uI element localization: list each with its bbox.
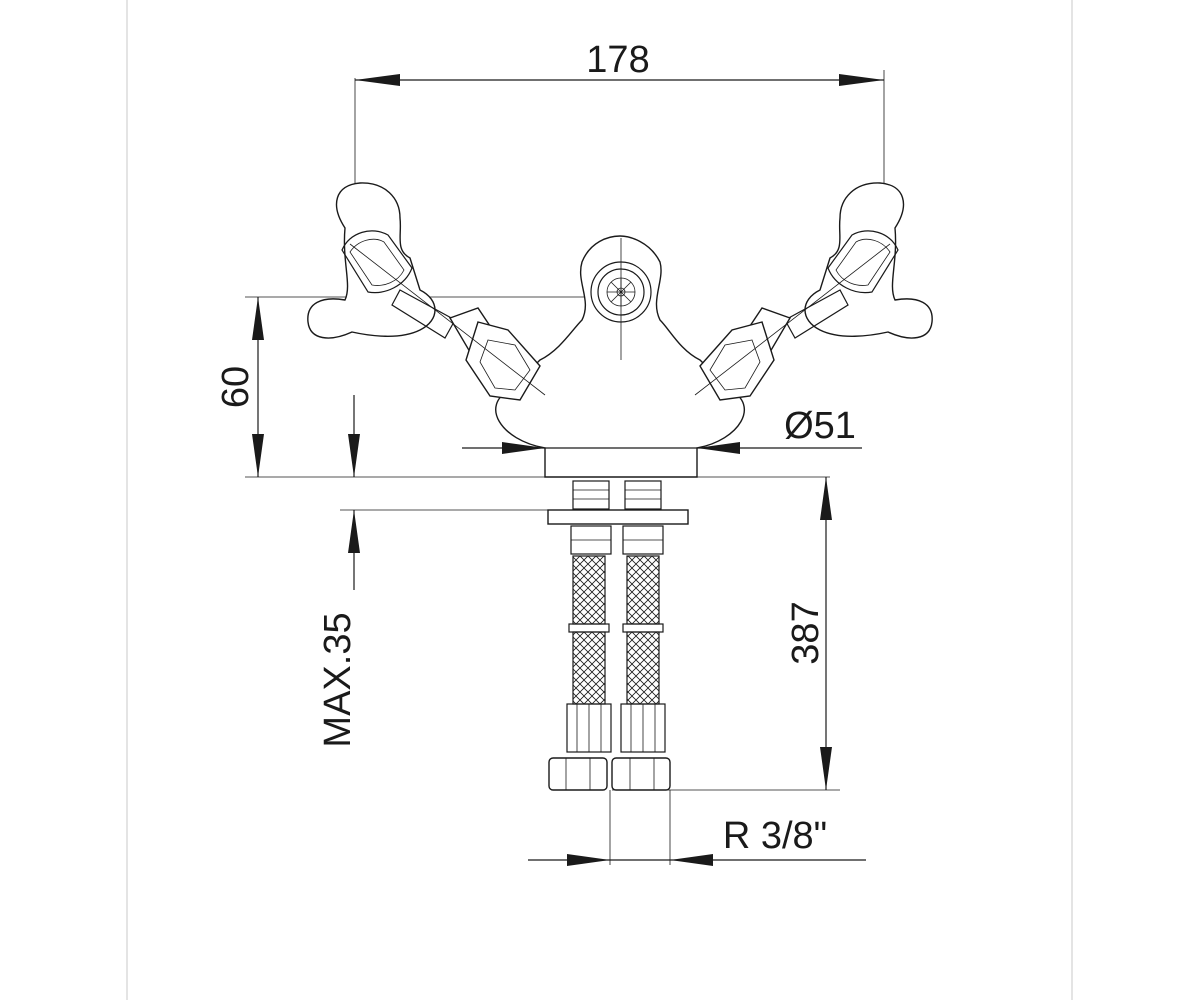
- dimension-label-178: 178: [586, 39, 649, 81]
- right-hose: [611, 555, 671, 791]
- dimension-hose-387: 387: [612, 477, 840, 791]
- mounting-assembly: [547, 480, 689, 555]
- dimension-width-178: 178: [354, 39, 885, 245]
- dimension-label-max-35: MAX.35: [317, 612, 359, 747]
- dimension-thread-r38: R 3/8": [528, 790, 866, 866]
- dimension-label-diameter-51: Ø51: [784, 405, 856, 447]
- left-hose: [548, 555, 612, 791]
- tap-body: [495, 235, 745, 478]
- dimension-label-thread: R 3/8": [723, 815, 827, 857]
- dimension-label-387: 387: [785, 601, 827, 664]
- right-handle: [694, 182, 933, 401]
- page-frame: [126, 0, 1073, 1000]
- left-handle: [307, 182, 546, 401]
- dimension-max-35: MAX.35: [317, 395, 548, 748]
- dimension-label-60: 60: [215, 366, 257, 408]
